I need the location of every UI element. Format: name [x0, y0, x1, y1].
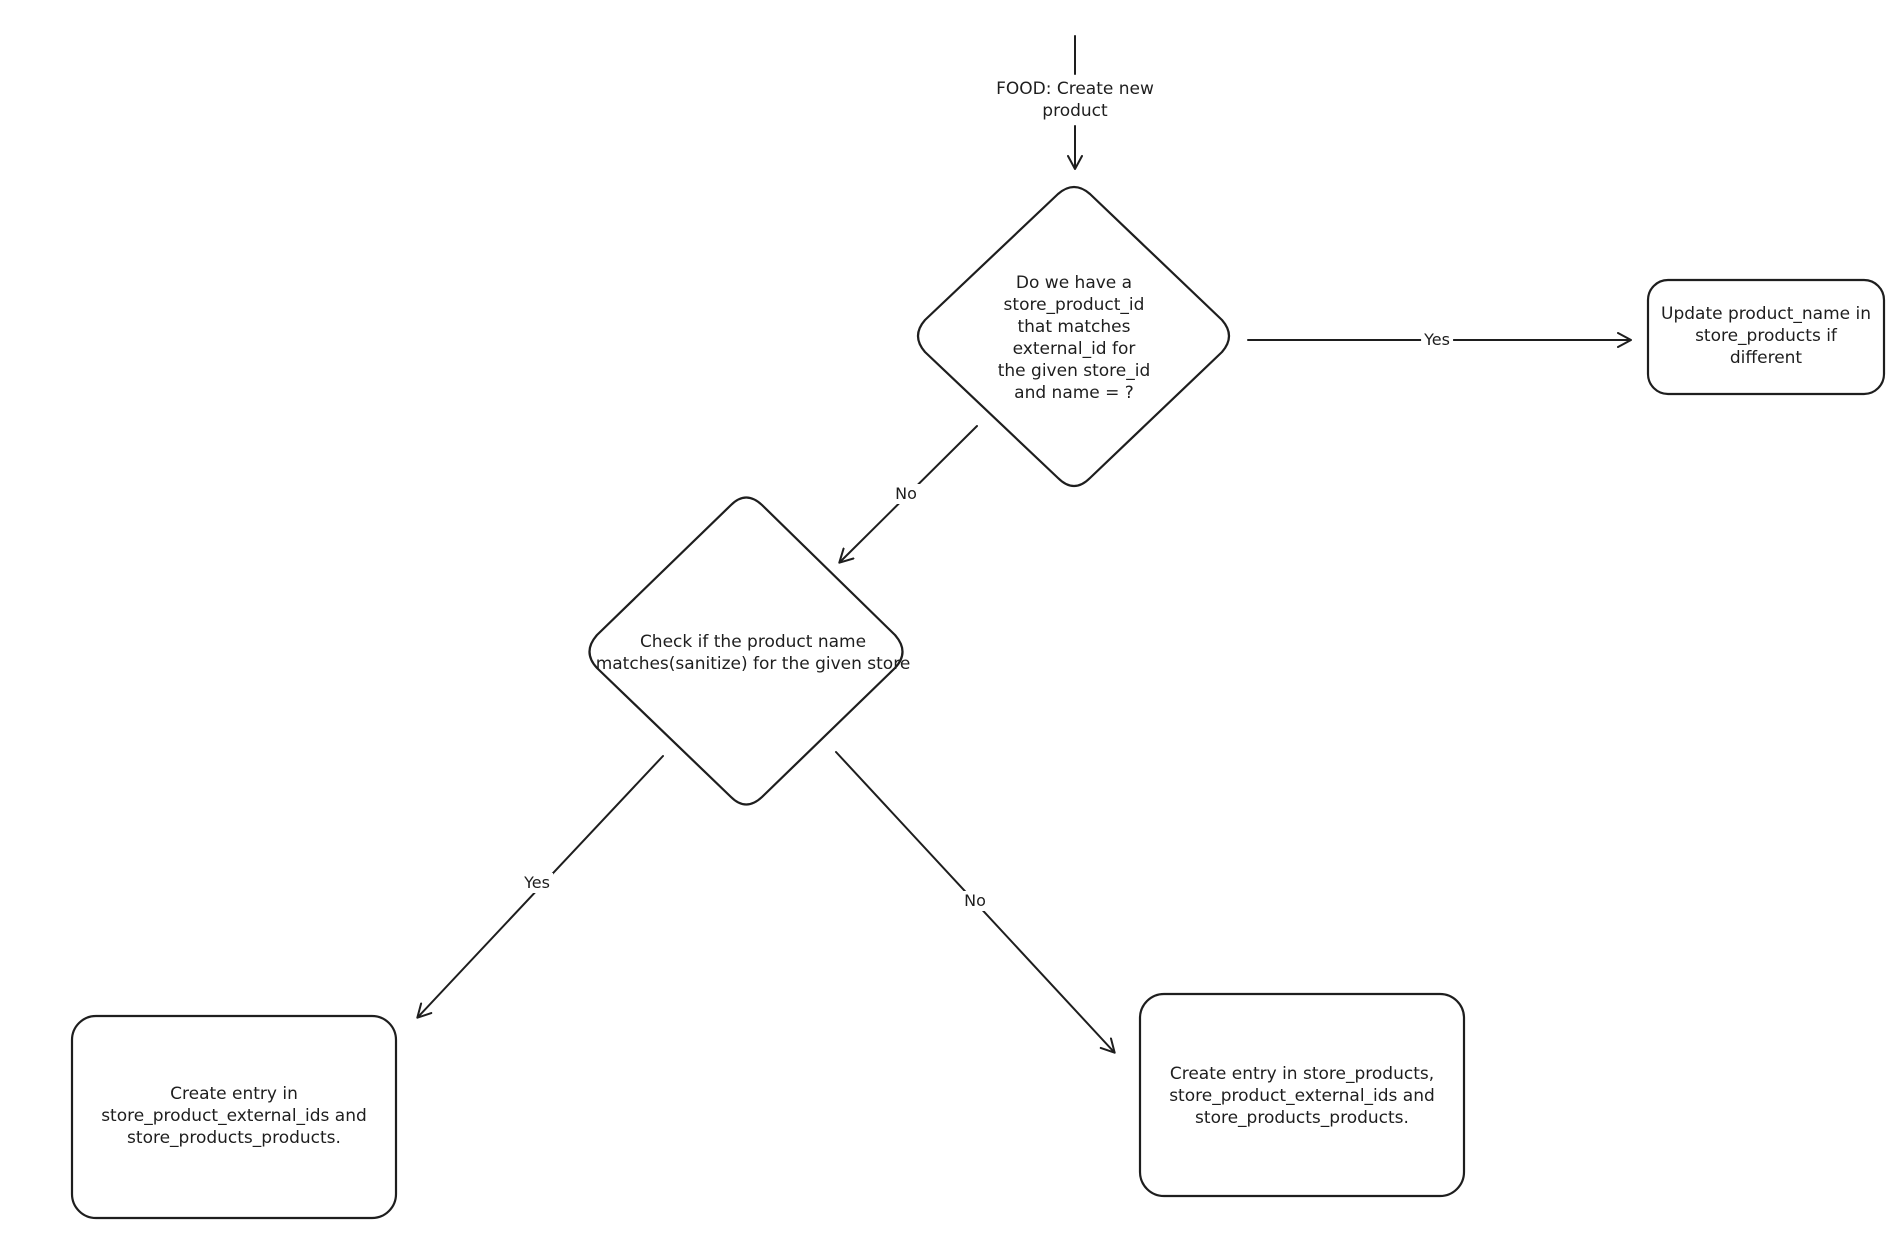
decision-diamond-product-name — [588, 496, 904, 806]
edge-label-yes-down-left: Yes — [521, 873, 553, 893]
decision-2-label: Check if the product name matches(saniti… — [595, 632, 911, 674]
update-product-name-box — [1646, 278, 1886, 396]
edge-label-yes-right: Yes — [1421, 330, 1453, 350]
start-label: FOOD: Create new product — [996, 79, 1154, 121]
create-entry-left-box — [70, 1014, 398, 1220]
edge-label-no-left: No — [892, 484, 920, 504]
create-entry-right-box — [1138, 992, 1466, 1198]
decision-diamond-store-product-id — [916, 185, 1231, 488]
decision-1-label: Do we have a store_product_id that match… — [997, 273, 1151, 403]
edge-label-no-down-right: No — [961, 891, 989, 911]
update-box-label: Update product_name in store_products if… — [1661, 304, 1871, 368]
create-right-label: Create entry in store_products, store_pr… — [1169, 1064, 1435, 1128]
create-left-label: Create entry in store_product_external_i… — [101, 1084, 367, 1148]
